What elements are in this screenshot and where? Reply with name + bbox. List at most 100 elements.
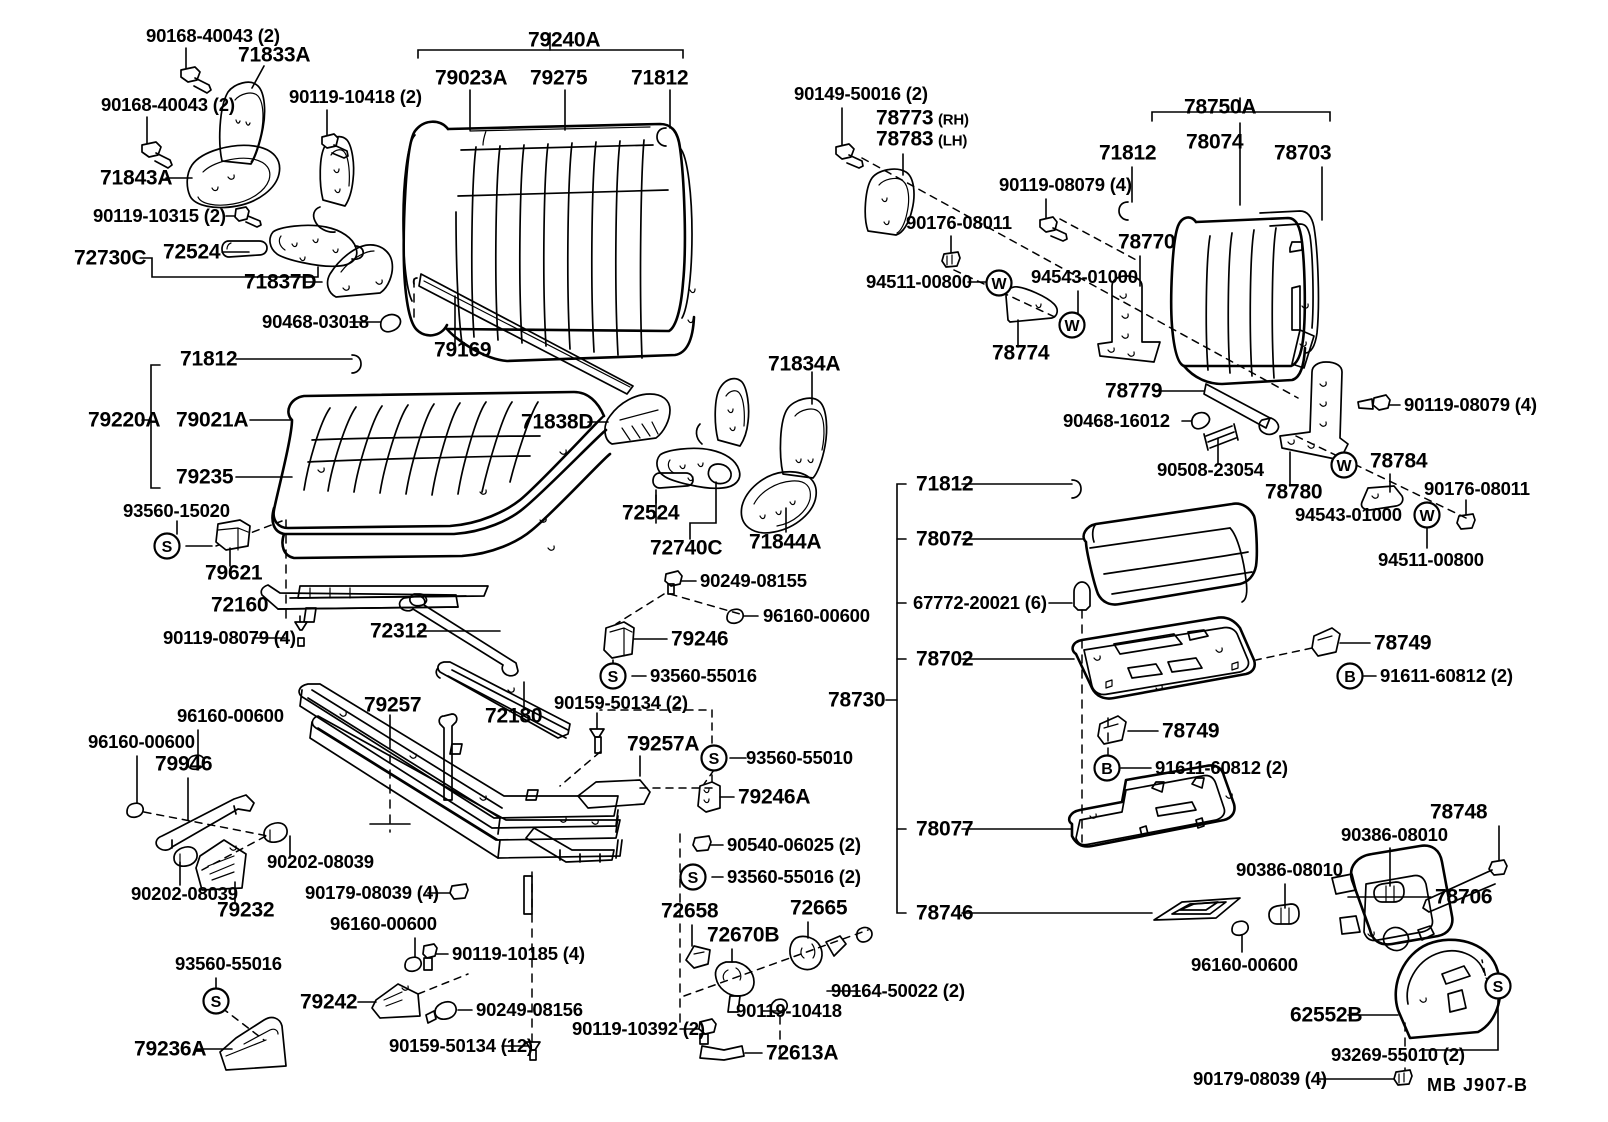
part-number-label: 94511-00800 — [1378, 548, 1484, 570]
part-number-label: 90540-06025 (2) — [727, 833, 861, 855]
part-number-label: 96160-00600 — [763, 604, 870, 626]
part-number-label: 78780 — [1265, 480, 1323, 504]
part-number-label: 71843A — [100, 166, 173, 190]
part-number-label: 78749 — [1162, 719, 1220, 743]
part-number-label: 79220A — [88, 408, 161, 432]
part-number-label: 90179-08039 (4) — [305, 881, 439, 903]
part-number-label: 72160 — [211, 593, 269, 617]
part-number-label: 78750A — [1184, 95, 1257, 119]
part-number-label: 93560-55010 — [746, 746, 853, 768]
part-number-label: 90176-08011 — [906, 211, 1012, 233]
part-number-label: MB J907-B — [1427, 1075, 1529, 1095]
part-number-label: 79275 — [530, 66, 588, 90]
part-number-label: 71838D — [521, 410, 594, 434]
part-number-label: 72730C — [74, 246, 147, 270]
part-number-label: 79240A — [528, 28, 601, 52]
callout-marker-s-icon: S — [699, 743, 729, 773]
part-number-label: 71833A — [238, 43, 311, 67]
part-number-label: 90202-08039 — [267, 850, 374, 872]
part-number-label: 72658 — [661, 899, 719, 923]
part-number-label: 62552B — [1290, 1003, 1363, 1027]
part-number-label: 91611-60812 (2) — [1155, 756, 1288, 778]
part-number-label: 90249-08155 — [700, 569, 807, 591]
part-number-label: 72670B — [707, 923, 780, 947]
part-number-label: 91611-60812 (2) — [1380, 664, 1513, 686]
part-number-label: 71812 — [1099, 141, 1157, 165]
part-number-label: 79232 — [217, 898, 275, 922]
part-number-label: 72312 — [370, 619, 428, 643]
part-number-label: 71812 — [916, 472, 974, 496]
svg-text:W: W — [1419, 508, 1435, 525]
part-number-label: 90119-10185 (4) — [452, 942, 585, 964]
part-number-label: (LH) — [938, 132, 968, 150]
svg-text:S: S — [709, 751, 720, 768]
part-number-label: 78746 — [916, 901, 974, 925]
part-number-label: 71837D — [244, 270, 317, 294]
svg-text:W: W — [1064, 318, 1080, 335]
part-number-label: 78702 — [916, 647, 974, 671]
svg-text:S: S — [162, 539, 173, 556]
part-number-label: 78077 — [916, 817, 974, 841]
part-number-label: 78703 — [1274, 141, 1332, 165]
part-number-label: 90202-08039 — [131, 882, 238, 904]
callout-marker-s-icon: S — [1483, 971, 1513, 1001]
part-number-label: 71812 — [631, 66, 689, 90]
callout-marker-w-icon: W — [984, 268, 1014, 298]
svg-text:W: W — [991, 276, 1007, 293]
part-number-label: 93560-55016 — [650, 664, 757, 686]
part-number-label: 78784 — [1370, 449, 1428, 473]
part-number-label: 93269-55010 (2) — [1331, 1043, 1465, 1065]
svg-text:S: S — [1493, 979, 1504, 996]
part-number-label: 78774 — [992, 341, 1050, 365]
part-number-label: 90179-08039 (4) — [1193, 1067, 1327, 1089]
part-number-label: 78770 — [1118, 230, 1176, 254]
part-number-label: 78706 — [1435, 885, 1493, 909]
callout-marker-b-icon: B — [1335, 661, 1365, 691]
callout-marker-s-icon: S — [678, 862, 708, 892]
part-number-label: 90468-03018 — [262, 310, 369, 332]
part-number-label: 93560-15020 — [123, 499, 230, 521]
callout-marker-b-icon: B — [1092, 753, 1122, 783]
rear-cushion-pad — [1082, 502, 1259, 606]
part-number-label: 90159-50134 (12) — [389, 1034, 533, 1056]
part-number-label: 79257 — [364, 693, 422, 717]
part-number-label: 90119-10418 (2) — [289, 85, 422, 107]
part-number-label: 90168-40043 (2) — [146, 24, 280, 46]
callout-marker-s-icon: S — [201, 986, 231, 1016]
part-number-label: 90149-50016 (2) — [794, 82, 928, 104]
part-number-label: 78730 — [828, 688, 886, 712]
part-number-label: 78773 — [876, 106, 934, 130]
callout-marker-w-icon: W — [1057, 310, 1087, 340]
part-number-label: 96160-00600 — [1191, 953, 1298, 975]
part-number-label: 79023A — [435, 66, 508, 90]
part-number-label: 90176-08011 — [1424, 477, 1530, 499]
part-number-label: 72665 — [790, 896, 848, 920]
svg-text:B: B — [1101, 761, 1113, 778]
svg-text:W: W — [1336, 458, 1352, 475]
part-number-label: 93560-55016 (2) — [727, 865, 861, 887]
part-number-label: 94543-01000 — [1295, 503, 1402, 525]
part-number-label: 93560-55016 — [175, 952, 282, 974]
part-number-label: 67772-20021 (6) — [913, 591, 1047, 613]
part-number-label: (RH) — [938, 111, 969, 129]
callout-marker-w-icon: W — [1329, 450, 1359, 480]
svg-text:S: S — [608, 669, 619, 686]
part-number-label: 72180 — [485, 704, 543, 728]
part-number-label: 71844A — [749, 530, 822, 554]
part-number-label: 90119-08079 (4) — [999, 173, 1132, 195]
callout-marker-s-icon: S — [598, 661, 628, 691]
part-number-label: 71834A — [768, 352, 841, 376]
part-number-label: 94511-00800 — [866, 270, 972, 292]
part-number-label: 90249-08156 — [476, 998, 583, 1020]
part-number-label: 71812 — [180, 347, 238, 371]
part-number-label: 79235 — [176, 465, 234, 489]
part-number-label: 79257A — [627, 732, 700, 756]
part-number-label: 90386-08010 — [1236, 858, 1343, 880]
part-number-label: 79246A — [738, 785, 811, 809]
callout-marker-s-icon: S — [152, 531, 182, 561]
part-number-label: 78072 — [916, 527, 974, 551]
part-number-label: 72613A — [766, 1041, 839, 1065]
part-number-label: 90119-08079 (4) — [1404, 393, 1537, 415]
part-number-label: 90119-08079 (4) — [163, 626, 296, 648]
